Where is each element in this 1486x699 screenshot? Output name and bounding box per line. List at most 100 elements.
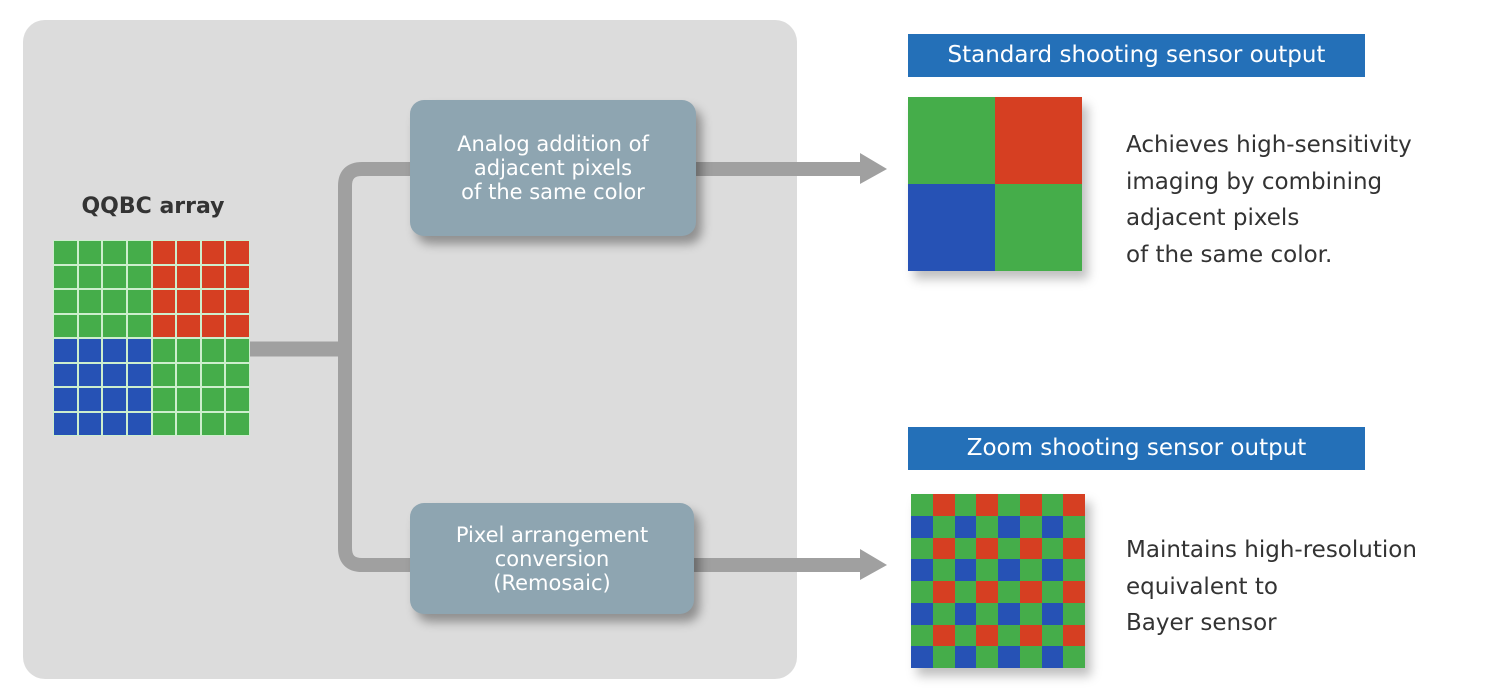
green-pixel — [998, 624, 1020, 647]
green-pixel — [226, 412, 249, 435]
blue-pixel — [998, 515, 1020, 538]
process-label-line: (Remosaic) — [493, 570, 611, 595]
green-pixel — [1041, 581, 1064, 603]
blue-pixel — [911, 646, 933, 668]
green-pixel — [932, 646, 955, 668]
blue-pixel — [127, 339, 151, 362]
blue-pixel — [54, 412, 77, 435]
green-pixel — [1019, 515, 1042, 538]
green-pixel — [932, 559, 955, 581]
blue-pixel — [911, 602, 933, 625]
green-pixel — [976, 602, 998, 625]
red-pixel — [1019, 494, 1042, 516]
red-pixel — [1063, 494, 1085, 516]
green-pixel — [1041, 537, 1064, 560]
green-pixel — [54, 265, 77, 288]
green-pixel — [998, 581, 1020, 603]
blue-pixel — [1041, 559, 1064, 581]
red-pixel — [932, 494, 955, 516]
process-label-line: of the same color — [461, 180, 645, 204]
green-pixel — [1019, 602, 1042, 625]
description-line: imaging by combining — [1126, 168, 1383, 195]
zoom-output-header: Zoom shooting sensor output — [908, 427, 1365, 470]
red-pixel — [932, 581, 955, 603]
blue-pixel — [78, 412, 102, 435]
green-pixel — [152, 388, 176, 411]
red-pixel — [1063, 624, 1085, 647]
arrow-zoom-head — [860, 549, 887, 580]
red-pixel — [152, 314, 176, 337]
green-pixel — [932, 602, 955, 625]
blue-pixel — [908, 184, 995, 271]
standard-output-description: Achieves high-sensitivity imaging by com… — [1126, 127, 1412, 273]
green-pixel — [954, 494, 977, 516]
blue-pixel — [1041, 646, 1064, 668]
blue-pixel — [103, 388, 126, 411]
blue-pixel — [103, 363, 126, 386]
description-line: of the same color. — [1126, 241, 1333, 268]
green-pixel — [954, 581, 977, 603]
blue-pixel — [78, 388, 102, 411]
blue-pixel — [954, 515, 977, 538]
green-pixel — [911, 494, 933, 516]
green-pixel — [932, 515, 955, 538]
red-pixel — [226, 290, 249, 313]
arrow-standard-head — [860, 153, 887, 184]
standard-output-header: Standard shooting sensor output — [908, 34, 1365, 77]
blue-pixel — [954, 602, 977, 625]
green-pixel — [976, 646, 998, 668]
blue-pixel — [54, 363, 77, 386]
green-pixel — [954, 624, 977, 647]
blue-pixel — [998, 559, 1020, 581]
green-pixel — [1019, 646, 1042, 668]
process-label-line: Analog addition of — [457, 132, 649, 156]
blue-pixel — [78, 363, 102, 386]
green-pixel — [954, 537, 977, 560]
description-line: Bayer sensor — [1126, 610, 1277, 636]
zoom-output-bayer-grid — [911, 494, 1085, 668]
description-line: Achieves high-sensitivity — [1126, 132, 1412, 158]
blue-pixel — [127, 388, 151, 411]
green-pixel — [152, 412, 176, 435]
blue-pixel — [998, 646, 1020, 668]
blue-pixel — [954, 559, 977, 581]
red-pixel — [1019, 537, 1042, 560]
red-pixel — [201, 314, 225, 337]
green-pixel — [1063, 515, 1085, 538]
green-pixel — [998, 494, 1020, 516]
red-pixel — [1019, 581, 1042, 603]
green-pixel — [201, 412, 225, 435]
red-pixel — [177, 265, 200, 288]
red-pixel — [1019, 624, 1042, 647]
description-line: Maintains high-resolution — [1126, 537, 1417, 563]
red-pixel — [976, 581, 998, 603]
qqbc-array-grid — [53, 240, 250, 436]
green-pixel — [998, 537, 1020, 560]
green-pixel — [103, 314, 126, 337]
green-pixel — [127, 290, 151, 313]
red-pixel — [152, 265, 176, 288]
red-pixel — [226, 314, 249, 337]
blue-pixel — [127, 412, 151, 435]
green-pixel — [127, 241, 151, 264]
green-pixel — [177, 412, 200, 435]
process-remosaic: Pixel arrangement conversion (Remosaic) — [410, 503, 694, 614]
red-pixel — [152, 290, 176, 313]
green-pixel — [908, 97, 995, 184]
green-pixel — [911, 537, 933, 560]
red-pixel — [1063, 581, 1085, 603]
green-pixel — [1063, 602, 1085, 625]
red-pixel — [976, 537, 998, 560]
green-pixel — [911, 581, 933, 603]
process-label-line: conversion — [494, 546, 610, 571]
green-pixel — [103, 265, 126, 288]
red-pixel — [932, 537, 955, 560]
green-pixel — [201, 339, 225, 362]
blue-pixel — [911, 515, 933, 538]
red-pixel — [201, 290, 225, 313]
zoom-output-description: Maintains high-resolution equivalent to … — [1126, 532, 1417, 642]
red-pixel — [932, 624, 955, 647]
description-line: equivalent to — [1126, 573, 1278, 600]
green-pixel — [226, 339, 249, 362]
